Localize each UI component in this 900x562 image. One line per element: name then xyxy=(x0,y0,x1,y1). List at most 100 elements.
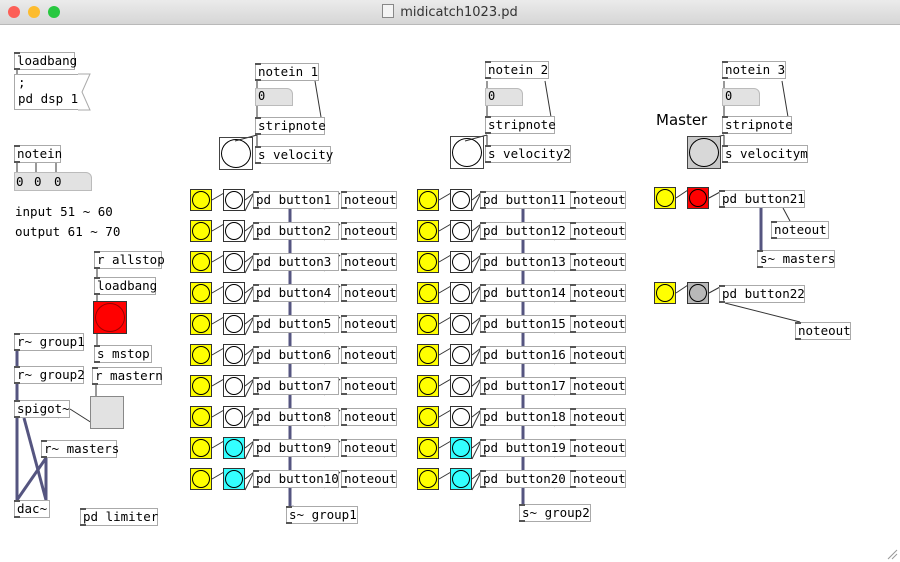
pd-button-object[interactable]: pd button4 xyxy=(253,284,339,302)
atom-channel[interactable]: 0 xyxy=(54,174,62,189)
master-bang-yellow[interactable] xyxy=(654,187,676,209)
pd-limiter-object[interactable]: pd limiter xyxy=(80,508,158,526)
pd-button-object[interactable]: pd button12 xyxy=(480,222,574,240)
noteout-object[interactable]: noteout xyxy=(570,408,626,426)
row-bang-cyan[interactable] xyxy=(223,468,245,490)
pd-button-object[interactable]: pd button13 xyxy=(480,253,574,271)
spigot-toggle[interactable] xyxy=(90,396,124,429)
row-bang-white[interactable] xyxy=(450,220,472,242)
pd-button-object[interactable]: pd button8 xyxy=(253,408,339,426)
row-bang-white[interactable] xyxy=(450,251,472,273)
row-bang-white[interactable] xyxy=(223,220,245,242)
pd-button-object[interactable]: pd button10 xyxy=(253,470,339,488)
row-bang-yellow[interactable] xyxy=(190,468,212,490)
row-bang-yellow[interactable] xyxy=(190,437,212,459)
pd-button21-object[interactable]: pd button21 xyxy=(719,190,805,208)
r-group1-object[interactable]: r~ group1 xyxy=(14,333,85,351)
row-bang-yellow[interactable] xyxy=(417,313,439,335)
noteout-object[interactable]: noteout xyxy=(570,191,626,209)
pd-button-object[interactable]: pd button2 xyxy=(253,222,339,240)
master-bang2-gray[interactable] xyxy=(687,282,709,304)
stripnote3-object[interactable]: stripnote xyxy=(722,116,793,134)
notein3-number-atom[interactable]: 0 xyxy=(722,88,760,106)
row-bang-white[interactable] xyxy=(223,313,245,335)
pd-button-object[interactable]: pd button17 xyxy=(480,377,574,395)
resize-grip-icon[interactable] xyxy=(886,548,898,560)
master-bang-red[interactable] xyxy=(687,187,709,209)
noteout-object[interactable]: noteout xyxy=(570,284,626,302)
row-bang-white[interactable] xyxy=(450,282,472,304)
row-bang-white[interactable] xyxy=(450,406,472,428)
row-bang-white[interactable] xyxy=(450,375,472,397)
noteout-object[interactable]: noteout xyxy=(570,253,626,271)
row-bang-yellow[interactable] xyxy=(190,220,212,242)
r-allstop-object[interactable]: r allstop xyxy=(94,251,165,269)
pd-button-object[interactable]: pd button14 xyxy=(480,284,574,302)
row-bang-yellow[interactable] xyxy=(417,220,439,242)
spigot-object[interactable]: spigot~ xyxy=(14,400,70,418)
noteout-object[interactable]: noteout xyxy=(341,408,397,426)
notein1-object[interactable]: notein 1 xyxy=(255,63,319,81)
loadbang-object[interactable]: loadbang xyxy=(14,52,77,70)
noteout-object[interactable]: noteout xyxy=(570,439,626,457)
noteout-object[interactable]: noteout xyxy=(570,315,626,333)
row-bang-white[interactable] xyxy=(450,344,472,366)
master-bang2-yellow[interactable] xyxy=(654,282,676,304)
pd-button-object[interactable]: pd button1 xyxy=(253,191,339,209)
row-bang-yellow[interactable] xyxy=(417,406,439,428)
row-bang-yellow[interactable] xyxy=(190,406,212,428)
row-bang-yellow[interactable] xyxy=(190,344,212,366)
stripnote1-object[interactable]: stripnote xyxy=(255,117,326,135)
noteout-object[interactable]: noteout xyxy=(341,222,397,240)
notein-object[interactable]: notein xyxy=(14,145,62,163)
pd-button-object[interactable]: pd button20 xyxy=(480,470,574,488)
row-bang-white[interactable] xyxy=(450,313,472,335)
stripnote2-object[interactable]: stripnote xyxy=(485,116,556,134)
row-bang-cyan[interactable] xyxy=(450,468,472,490)
pd-button22-object[interactable]: pd button22 xyxy=(719,285,805,303)
notein3-object[interactable]: notein 3 xyxy=(722,61,786,79)
velocitym-bang[interactable] xyxy=(687,136,721,169)
notein2-object[interactable]: notein 2 xyxy=(485,61,549,79)
s-mstop-object[interactable]: s mstop xyxy=(94,345,152,363)
row-bang-white[interactable] xyxy=(223,251,245,273)
pd-button-object[interactable]: pd button9 xyxy=(253,439,339,457)
noteout-object[interactable]: noteout xyxy=(341,253,397,271)
velocity2-bang[interactable] xyxy=(450,136,484,169)
noteout-object[interactable]: noteout xyxy=(341,284,397,302)
row-bang-white[interactable] xyxy=(223,375,245,397)
row-bang-cyan[interactable] xyxy=(450,437,472,459)
noteout-object[interactable]: noteout xyxy=(341,315,397,333)
row-bang-white[interactable] xyxy=(223,189,245,211)
row-bang-yellow[interactable] xyxy=(190,313,212,335)
row-bang-yellow[interactable] xyxy=(190,251,212,273)
noteout-object[interactable]: noteout xyxy=(341,191,397,209)
noteout-object[interactable]: noteout xyxy=(570,377,626,395)
dac-object[interactable]: dac~ xyxy=(14,500,50,518)
row-bang-white[interactable] xyxy=(223,344,245,366)
noteout-object[interactable]: noteout xyxy=(570,222,626,240)
zoom-window-button[interactable] xyxy=(48,6,60,18)
send-velocitym-object[interactable]: s velocitym xyxy=(722,145,808,163)
pd-button-object[interactable]: pd button15 xyxy=(480,315,574,333)
patch-canvas[interactable]: loadbang ; pd dsp 1 notein 0 0 0 input 5… xyxy=(0,24,900,562)
noteout-object[interactable]: noteout xyxy=(341,439,397,457)
atom-note[interactable]: 0 xyxy=(16,174,24,189)
loadbang2-object[interactable]: loadbang xyxy=(94,277,157,295)
notein2-number-atom[interactable]: 0 xyxy=(485,88,523,106)
pd-button-object[interactable]: pd button16 xyxy=(480,346,574,364)
velocity1-bang[interactable] xyxy=(219,137,253,170)
pd-button-object[interactable]: pd button6 xyxy=(253,346,339,364)
pd-button-object[interactable]: pd button3 xyxy=(253,253,339,271)
dsp-on-message[interactable]: ; pd dsp 1 xyxy=(14,74,90,110)
noteout-object[interactable]: noteout xyxy=(570,346,626,364)
noteout-object[interactable]: noteout xyxy=(341,346,397,364)
send-velocity2-object[interactable]: s velocity2 xyxy=(485,145,571,163)
row-bang-yellow[interactable] xyxy=(417,468,439,490)
send-group1-object[interactable]: s~ group1 xyxy=(286,506,358,524)
row-bang-yellow[interactable] xyxy=(417,344,439,366)
notein1-number-atom[interactable]: 0 xyxy=(255,88,293,106)
row-bang-yellow[interactable] xyxy=(190,282,212,304)
row-bang-yellow[interactable] xyxy=(417,375,439,397)
close-window-button[interactable] xyxy=(8,6,20,18)
